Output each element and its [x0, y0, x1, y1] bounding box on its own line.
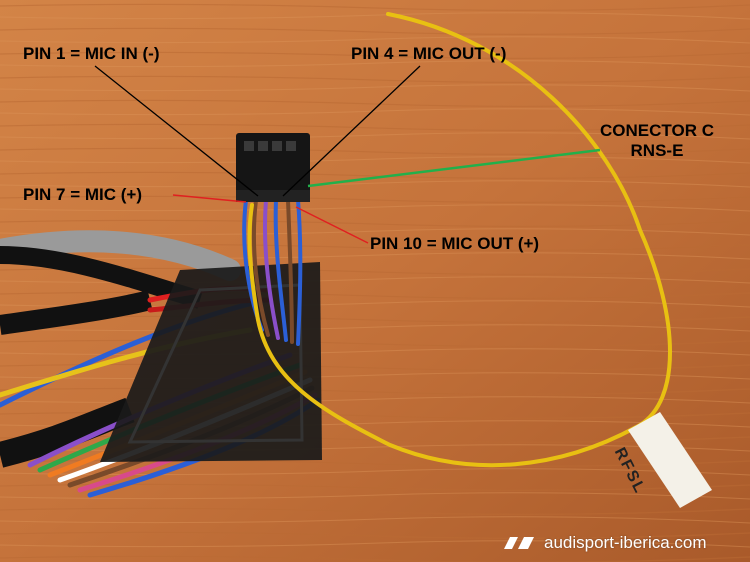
label-conector-line-1: CONECTOR C: [600, 121, 714, 140]
pointer-pin10: [295, 206, 369, 244]
watermark-text: audisport-iberica.com: [544, 533, 707, 552]
pointer-pin7: [172, 194, 247, 203]
label-pin-10: PIN 10 = MIC OUT (+): [370, 234, 540, 253]
pointer-pin1: [94, 65, 259, 197]
watermark: audisport-iberica.com: [500, 532, 707, 554]
pointer-conector: [307, 148, 601, 188]
pointer-pin4: [282, 65, 421, 197]
rfsl-tag: [628, 412, 712, 508]
label-pin-1: PIN 1 = MIC IN (-): [23, 44, 160, 63]
label-pin-4: PIN 4 = MIC OUT (-): [351, 44, 507, 63]
yellow-wire: [247, 12, 672, 468]
label-conector-c: CONECTOR C RNS-E: [600, 121, 714, 161]
label-conector-line-2: RNS-E: [630, 141, 684, 160]
label-pin-7: PIN 7 = MIC (+): [23, 185, 143, 204]
audisport-logo-icon: [504, 537, 534, 549]
